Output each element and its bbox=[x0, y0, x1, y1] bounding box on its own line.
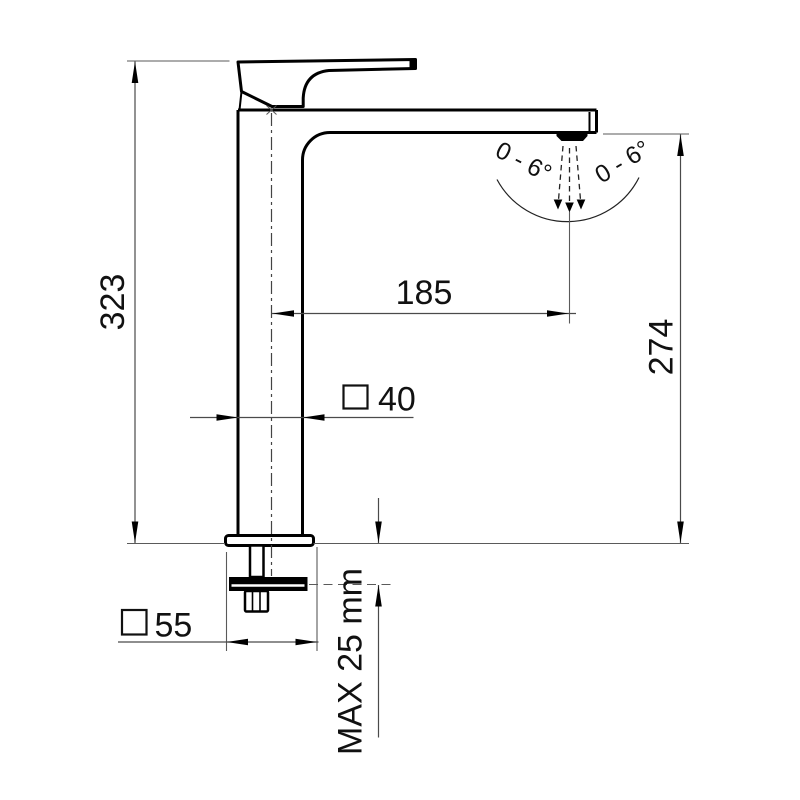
spray-angle-left-label: 0 - 6° bbox=[491, 137, 556, 188]
dim-323-label: 323 bbox=[94, 274, 132, 331]
spray-arrowhead-center bbox=[565, 202, 574, 213]
square-symbol-55-icon bbox=[120, 608, 148, 636]
lever-tip-cap bbox=[409, 60, 415, 68]
dim-185-label: 185 bbox=[396, 274, 453, 312]
lever-left-edge-lower bbox=[238, 91, 243, 111]
dim-max25-arrow-down bbox=[375, 521, 382, 543]
dim-overall-height: 323 bbox=[94, 60, 230, 545]
dim-spout-height: 274 bbox=[313, 133, 689, 545]
dim-max-deck-thickness: MAX 25 mm bbox=[309, 498, 393, 755]
dim-185-arrow-left bbox=[272, 310, 294, 317]
dim-body-width: 40 bbox=[190, 381, 416, 421]
spray-stream-right bbox=[575, 145, 582, 201]
dim-55-label: 55 bbox=[155, 607, 193, 645]
spray-angle-right-label: 0 - 6° bbox=[591, 136, 655, 189]
spray-arrowhead-left bbox=[553, 199, 563, 210]
dim-spout-reach: 185 bbox=[272, 274, 576, 317]
centerlines bbox=[266, 105, 277, 576]
dim-323-arrow-down bbox=[131, 521, 139, 543]
spout-inner-corner-arc bbox=[301, 131, 331, 161]
spray-stream-left bbox=[557, 145, 564, 201]
square-symbol-40-icon bbox=[342, 384, 369, 410]
dim-40-arrow-right bbox=[303, 414, 325, 421]
dim-323-arrow-up bbox=[131, 61, 139, 83]
dim-base-width: 55 bbox=[118, 547, 319, 651]
faucet-outline bbox=[224, 58, 598, 613]
aerator bbox=[556, 132, 588, 141]
dim-185-arrow-right bbox=[547, 310, 569, 317]
dim-max25-label: MAX 25 mm bbox=[332, 568, 370, 755]
spray-detail: 0 - 6° 0 - 6° bbox=[491, 136, 655, 324]
dim-274-label: 274 bbox=[643, 319, 681, 376]
dim-55-arrow-left bbox=[226, 638, 248, 646]
centerline-star-mark bbox=[266, 105, 277, 115]
dim-55-arrow-right bbox=[295, 638, 317, 646]
lock-nut bbox=[229, 577, 308, 591]
fixing-stem bbox=[248, 544, 265, 579]
lever-handle-outline bbox=[236, 58, 417, 108]
dim-max25-arrow-up bbox=[375, 585, 382, 607]
spray-arrowhead-right bbox=[576, 199, 586, 210]
spray-angle-arc bbox=[496, 177, 640, 223]
base-flange bbox=[224, 534, 315, 547]
threaded-tail bbox=[243, 589, 270, 613]
dim-274-arrow-up bbox=[677, 134, 684, 156]
dim-40-arrow-left bbox=[216, 414, 238, 421]
dim-40-label: 40 bbox=[378, 381, 416, 419]
dim-274-arrow-down bbox=[677, 521, 684, 543]
